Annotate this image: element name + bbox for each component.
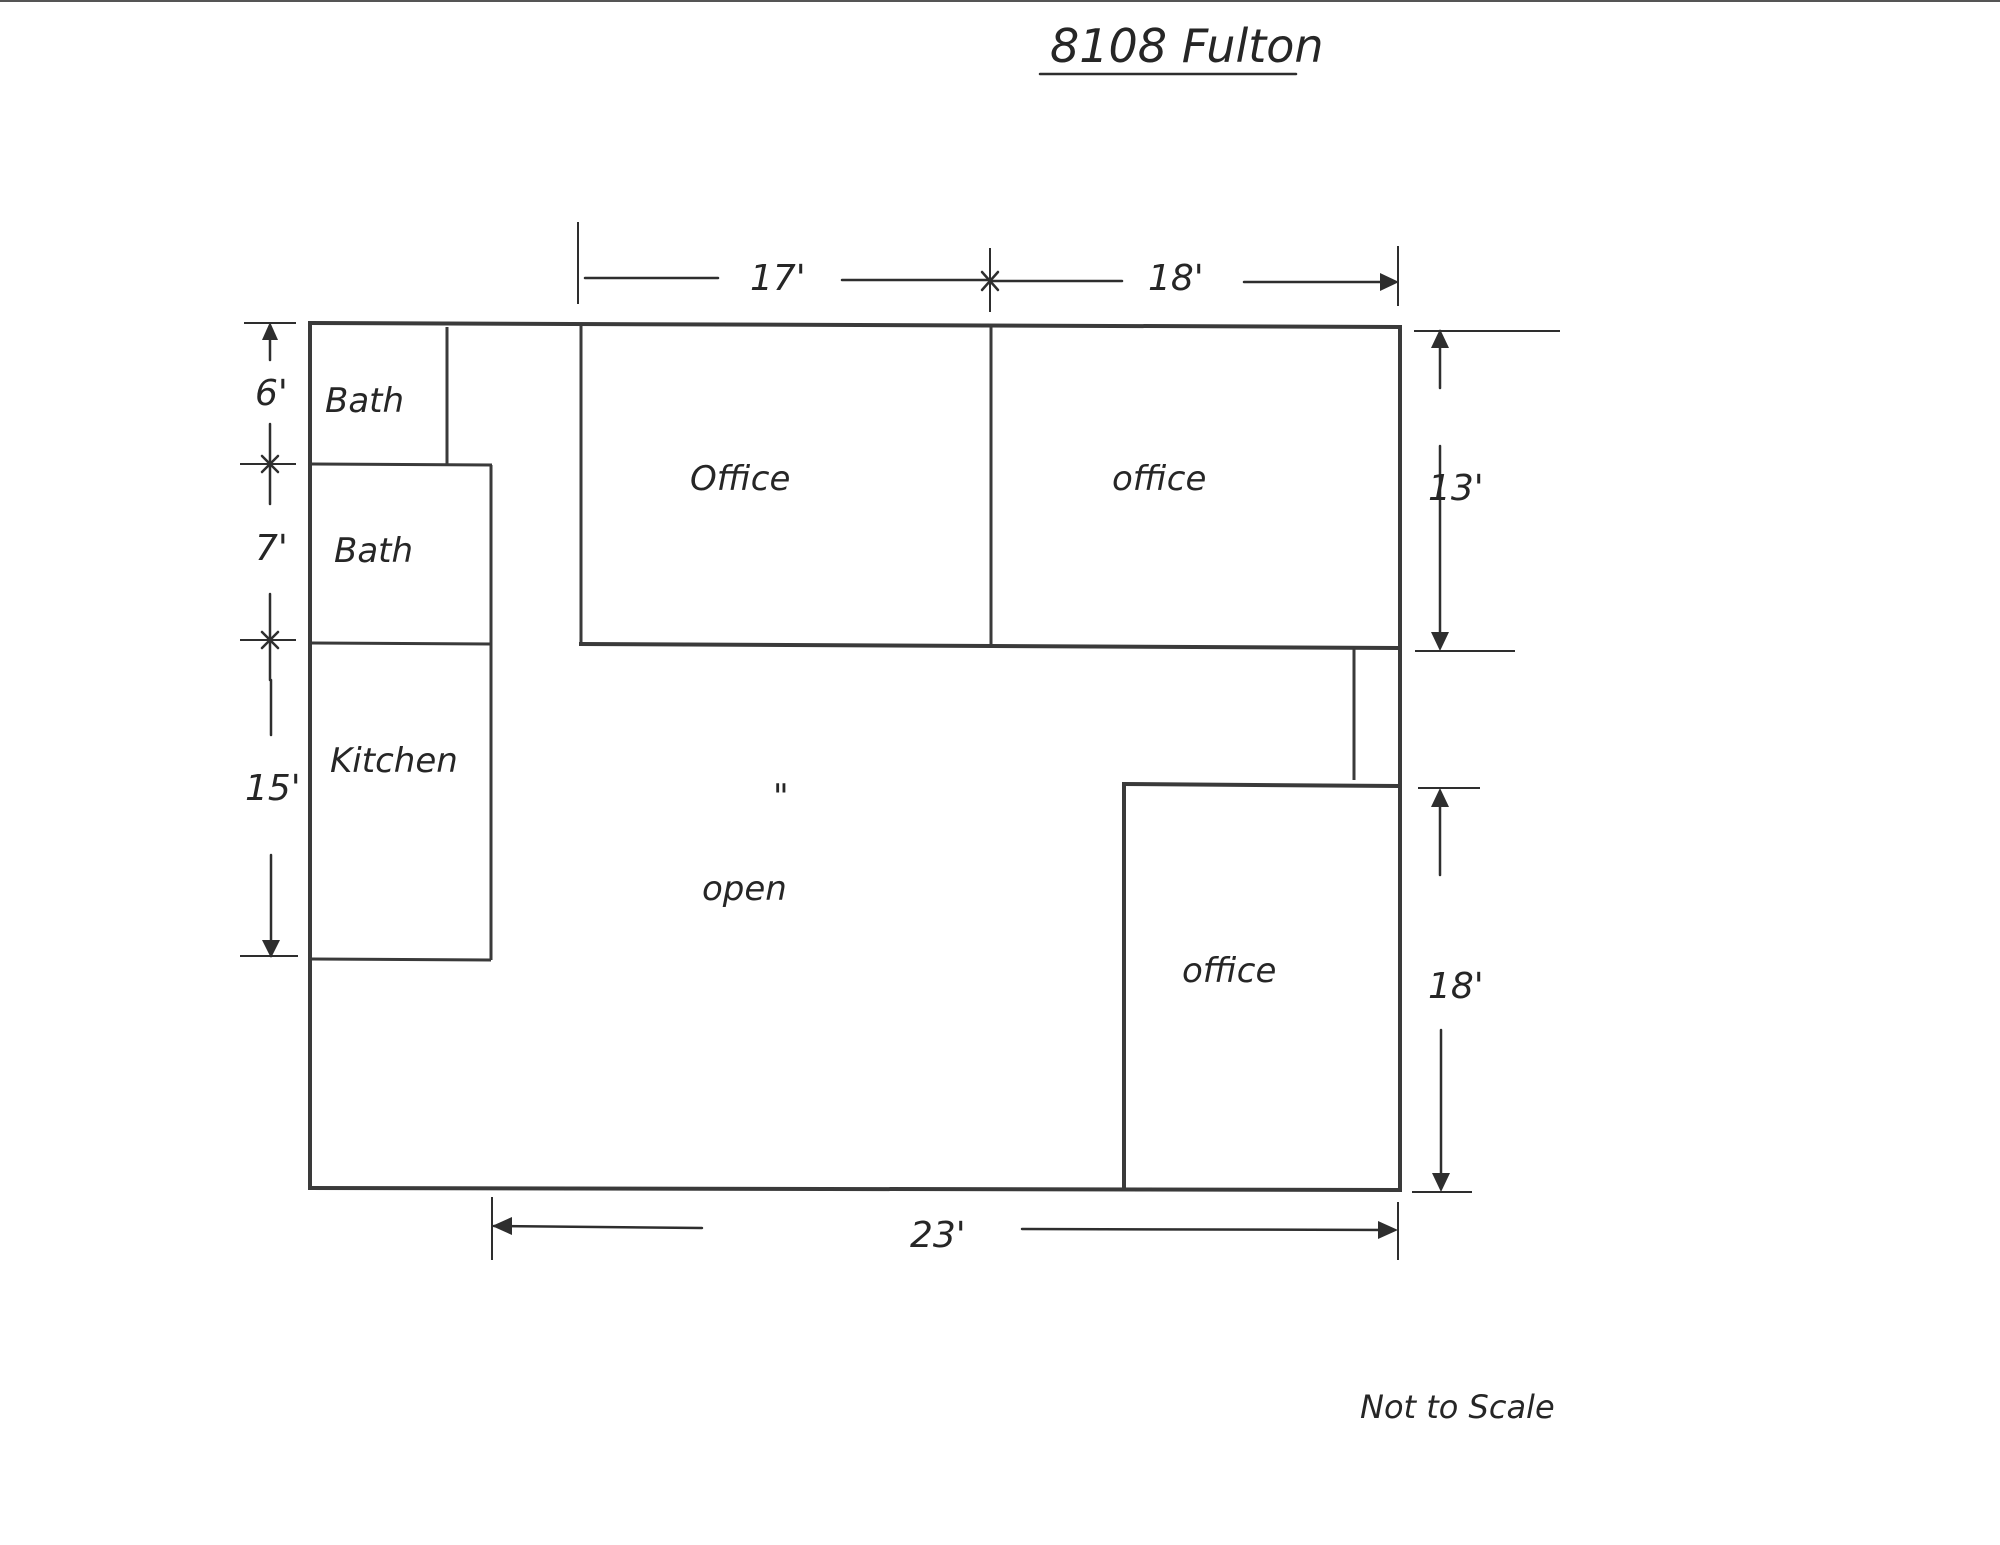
- dim-top: [577, 222, 1399, 312]
- room-label-office-lower: office: [1182, 951, 1276, 991]
- dim-bath-lower: 7': [255, 528, 288, 569]
- bath-upper-walls: [311, 327, 493, 467]
- dim-left: [240, 322, 298, 958]
- dim-office-top-right-width: 18': [1148, 258, 1204, 299]
- room-label-office-top-right: office: [1112, 459, 1206, 499]
- bath-lower-walls: [311, 465, 493, 960]
- dim-kitchen: 15': [245, 768, 301, 809]
- room-label-open: open: [702, 869, 787, 909]
- office-top-walls: [578, 326, 1403, 651]
- dim-office-top-height: 13': [1428, 468, 1484, 509]
- room-label-bath-lower: Bath: [334, 531, 413, 571]
- room-label-bath-upper: Bath: [325, 381, 404, 421]
- plan-title: 8108 Fulton: [1050, 19, 1324, 73]
- outer-walls: [307, 320, 1403, 1193]
- kitchen-walls: [311, 957, 492, 962]
- dim-office-lower-height: 18': [1428, 966, 1484, 1007]
- room-label-kitchen: Kitchen: [330, 741, 458, 781]
- dim-bottom: [491, 1197, 1399, 1260]
- dim-office-top-left-width: 17': [750, 258, 806, 299]
- open-area-mark: ": [773, 777, 789, 817]
- dim-bottom-width: 23': [910, 1215, 966, 1256]
- office-lower-walls: [1121, 648, 1401, 1190]
- dim-bath-upper: 6': [255, 373, 288, 414]
- dim-right: [1412, 329, 1560, 1193]
- scale-note: Not to Scale: [1360, 1388, 1555, 1426]
- room-label-office-top-left: Office: [690, 459, 790, 499]
